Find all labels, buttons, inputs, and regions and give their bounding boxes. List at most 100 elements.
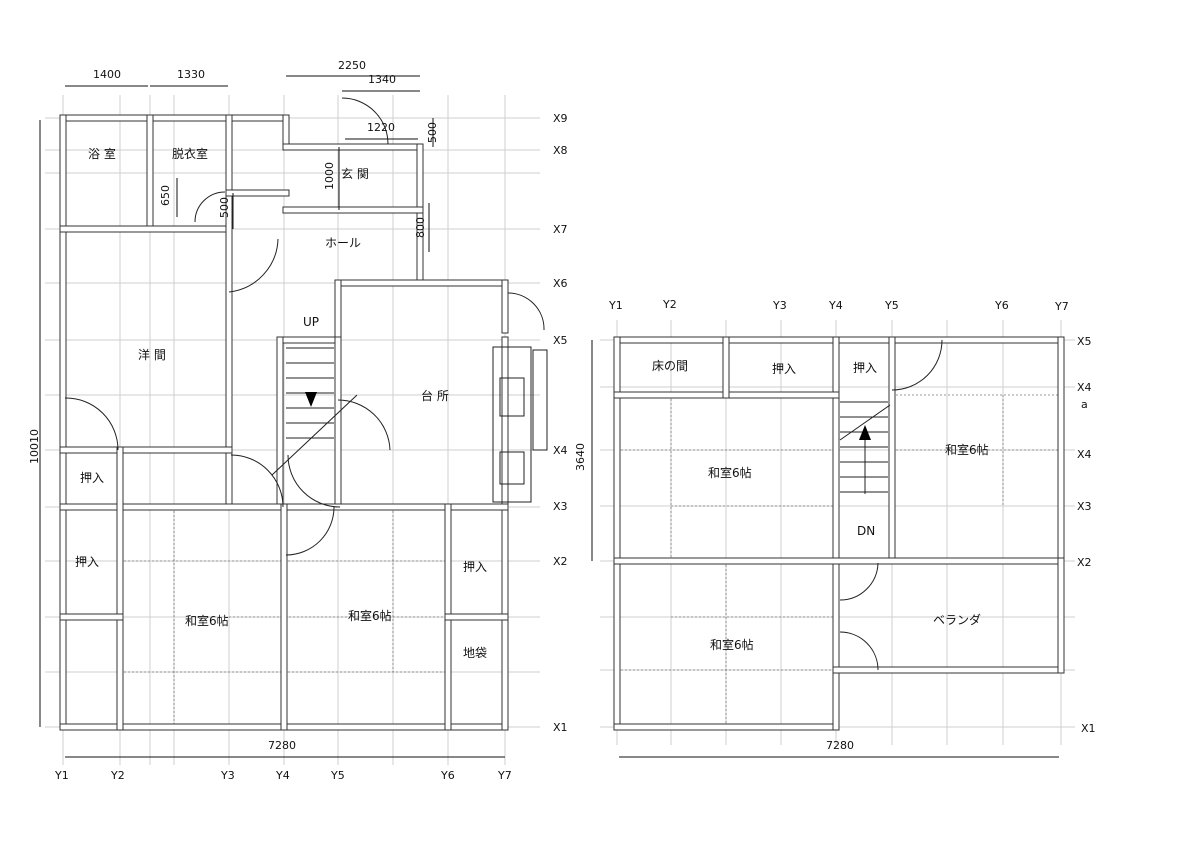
axis-x4: X4 bbox=[553, 444, 568, 457]
axis-x8: X8 bbox=[553, 144, 568, 157]
wall bbox=[282, 143, 424, 151]
dim-1400: 1400 bbox=[93, 68, 121, 81]
wall bbox=[334, 279, 342, 344]
axis-y4: Y4 bbox=[828, 299, 843, 312]
axis-y2: Y2 bbox=[110, 769, 125, 782]
axis-y6: Y6 bbox=[994, 299, 1009, 312]
room-hall: ホール bbox=[325, 236, 361, 250]
walls bbox=[59, 114, 1065, 731]
axis-y5: Y5 bbox=[330, 769, 345, 782]
wall bbox=[282, 206, 424, 214]
room-washitsu: 和室6帖 bbox=[710, 637, 754, 652]
room-tokonoma: 床の間 bbox=[652, 359, 688, 373]
kitchen-counter bbox=[492, 346, 532, 503]
wall bbox=[276, 336, 342, 344]
axis-x4: X4 bbox=[1077, 381, 1092, 394]
wall bbox=[1057, 336, 1065, 565]
wall bbox=[280, 503, 288, 731]
axis-x5: X5 bbox=[553, 334, 568, 347]
stairs-dn-label: DN bbox=[857, 524, 875, 538]
axis-y1: Y1 bbox=[608, 299, 623, 312]
room-closet: 押入 bbox=[80, 471, 104, 485]
stair-cut-line bbox=[271, 394, 358, 476]
axis-a: a bbox=[1081, 398, 1088, 411]
room-closet: 押入 bbox=[853, 361, 877, 375]
axis-x9: X9 bbox=[553, 112, 568, 125]
axis-x2: X2 bbox=[553, 555, 568, 568]
room-bath: 浴 室 bbox=[88, 146, 116, 161]
stove bbox=[499, 451, 525, 485]
grid-lines bbox=[45, 95, 1075, 765]
axis-x6: X6 bbox=[553, 277, 568, 290]
dim-2250: 2250 bbox=[338, 59, 366, 72]
wall bbox=[59, 225, 233, 233]
dim-7280: 7280 bbox=[826, 739, 854, 752]
axis-y3: Y3 bbox=[772, 299, 787, 312]
wall bbox=[832, 336, 840, 731]
floor1-dimension-labels: 1400 1330 2250 1340 1220 500 1000 650 50… bbox=[28, 59, 439, 752]
dim-1340: 1340 bbox=[368, 73, 396, 86]
door-swing bbox=[64, 397, 119, 451]
axis-x7: X7 bbox=[553, 223, 568, 236]
stairs-up-label: UP bbox=[303, 315, 319, 329]
wall bbox=[416, 143, 424, 287]
axis-x5: X5 bbox=[1077, 335, 1092, 348]
room-jibukuro: 地袋 bbox=[463, 646, 487, 660]
dimension-lines bbox=[39, 75, 1059, 758]
door-swing bbox=[285, 506, 335, 556]
door-swing bbox=[839, 631, 879, 671]
door-swing bbox=[507, 292, 545, 331]
axis-x2: X2 bbox=[1077, 556, 1092, 569]
floor2-labels: 床の間 押入 押入 和室6帖 和室6帖 和室6帖 ベランダ DN bbox=[652, 359, 989, 652]
axis-y4: Y4 bbox=[275, 769, 290, 782]
wall bbox=[613, 723, 840, 731]
room-entrance: 玄 関 bbox=[341, 166, 369, 181]
dim-10010: 10010 bbox=[28, 429, 41, 464]
dim-1220: 1220 bbox=[367, 121, 395, 134]
axis-y3: Y3 bbox=[220, 769, 235, 782]
wall bbox=[59, 613, 124, 621]
dim-1330: 1330 bbox=[177, 68, 205, 81]
arrow-down-icon bbox=[305, 392, 317, 407]
sink bbox=[499, 377, 525, 417]
wall bbox=[501, 279, 509, 334]
wall bbox=[334, 336, 342, 511]
axis-y2: Y2 bbox=[662, 298, 677, 311]
kitchen-window bbox=[532, 349, 548, 451]
room-washitsu: 和室6帖 bbox=[348, 608, 392, 623]
wall bbox=[722, 336, 730, 399]
axis-x1: X1 bbox=[1081, 722, 1096, 735]
room-closet: 押入 bbox=[772, 362, 796, 376]
dim-650: 650 bbox=[159, 185, 172, 206]
axis-y7: Y7 bbox=[1054, 300, 1069, 313]
room-closet: 押入 bbox=[75, 555, 99, 569]
room-washitsu: 和室6帖 bbox=[185, 613, 229, 628]
wall bbox=[334, 279, 509, 287]
wall bbox=[225, 189, 290, 197]
axis-x3: X3 bbox=[1077, 500, 1092, 513]
wall bbox=[832, 666, 1065, 674]
door-swing bbox=[287, 454, 341, 508]
wall bbox=[888, 336, 896, 565]
door-swing bbox=[194, 191, 226, 223]
wall bbox=[59, 446, 233, 454]
floor1-axis-labels: X9 X8 X7 X6 X5 X4 X3 X2 X1 Y1 Y2 Y3 Y4 Y… bbox=[54, 112, 568, 782]
axis-y5: Y5 bbox=[884, 299, 899, 312]
door-swing bbox=[341, 97, 389, 145]
axis-x3: X3 bbox=[553, 500, 568, 513]
door-swing bbox=[891, 339, 943, 391]
dim-7280: 7280 bbox=[268, 739, 296, 752]
floor2-dimension-labels: 3640 7280 bbox=[574, 443, 854, 752]
room-washitsu: 和室6帖 bbox=[708, 465, 752, 480]
axis-y7: Y7 bbox=[497, 769, 512, 782]
dim-1000: 1000 bbox=[323, 162, 336, 190]
room-veranda: ベランダ bbox=[933, 612, 981, 627]
dim-500: 500 bbox=[426, 122, 439, 143]
room-western: 洋 間 bbox=[138, 347, 166, 362]
wall bbox=[1057, 557, 1065, 674]
floor2-axis-labels: X5 X4 a X4 X3 X2 X1 Y1 Y2 Y3 Y4 Y5 Y6 Y7 bbox=[608, 298, 1096, 735]
wall bbox=[116, 446, 124, 731]
stair-cut-line bbox=[839, 404, 891, 441]
